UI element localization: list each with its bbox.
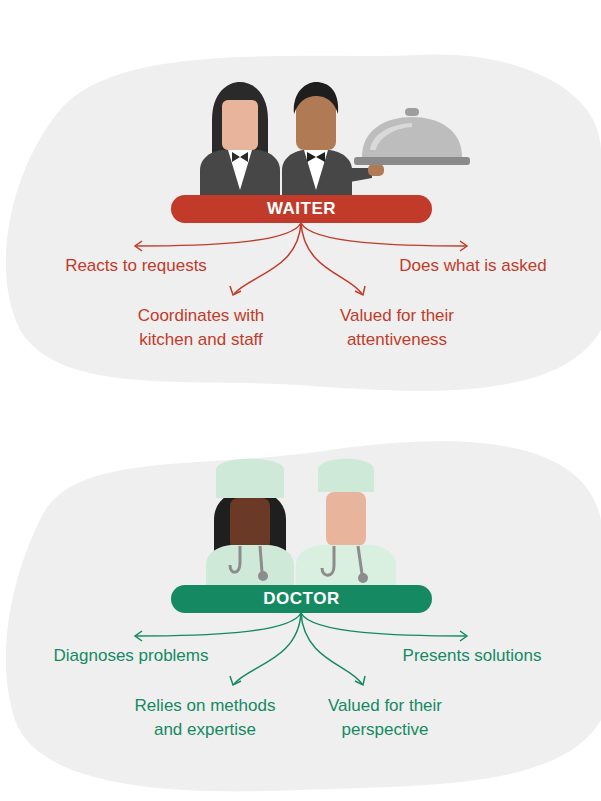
role-title: WAITER xyxy=(267,199,336,219)
role-pill: DOCTOR xyxy=(171,585,432,613)
role-pill: WAITER xyxy=(171,195,432,223)
serving-cloche xyxy=(354,108,470,165)
trait-label: Valued for their attentiveness xyxy=(322,304,472,352)
trait-label: Presents solutions xyxy=(382,644,562,668)
waiter-woman xyxy=(200,82,280,195)
background-blob xyxy=(6,441,601,791)
role-title: DOCTOR xyxy=(263,589,339,609)
trait-label: Valued for their perspective xyxy=(315,694,455,742)
doctor-man xyxy=(296,459,396,590)
trait-label: Coordinates with kitchen and staff xyxy=(114,304,289,352)
trait-label: Does what is asked xyxy=(378,254,568,278)
trait-label: Relies on methods and expertise xyxy=(121,694,289,742)
trait-label: Diagnoses problems xyxy=(31,644,231,668)
background-blob xyxy=(6,55,601,391)
doctor-woman xyxy=(206,459,294,590)
trait-label: Reacts to requests xyxy=(36,254,236,278)
